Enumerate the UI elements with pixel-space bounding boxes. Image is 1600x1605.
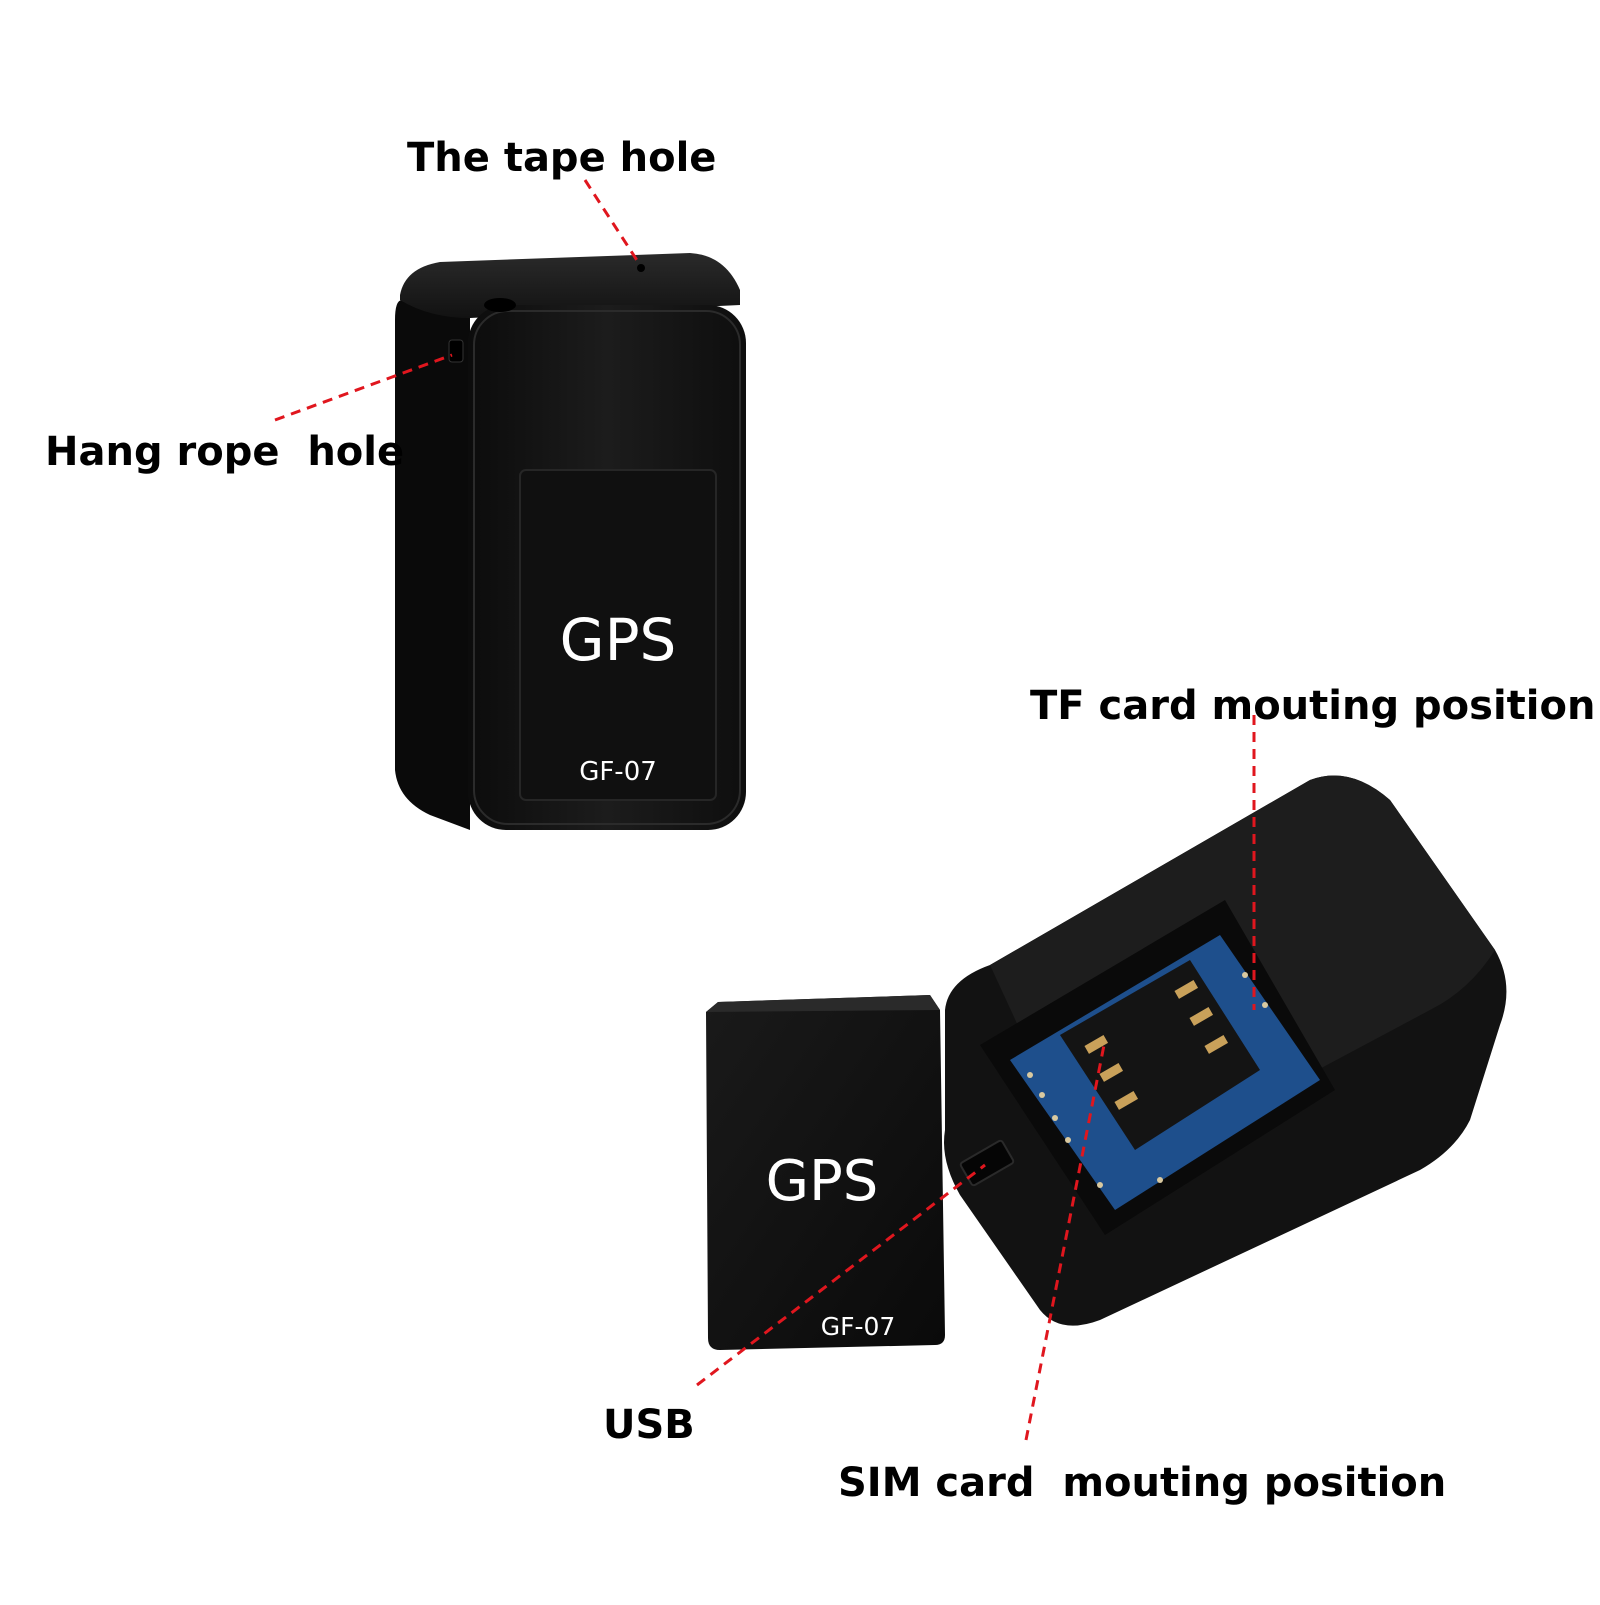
tape-hole-icon — [637, 264, 645, 272]
model-label-top: GF-07 — [579, 757, 657, 787]
pcb-components — [1027, 972, 1268, 1188]
tape-slot-icon — [484, 298, 516, 312]
gps-tracker-open: GPS GF-07 — [706, 775, 1507, 1350]
hang-rope-hole-icon — [448, 339, 464, 363]
brand-label-lid: GPS — [766, 1149, 879, 1214]
gps-tracker-closed: GPS GF-07 — [395, 253, 746, 830]
brand-label-top: GPS — [560, 606, 677, 674]
battery-lid — [706, 995, 945, 1350]
sim-card-slot — [1060, 960, 1260, 1150]
leader-lines — [274, 179, 1256, 1441]
leader-hang-rope-hole — [274, 353, 453, 422]
hang-rope-hole-label: Hang rope hole — [45, 429, 405, 475]
leader-usb — [696, 1163, 986, 1387]
model-label-lid: GF-07 — [821, 1312, 896, 1341]
sim-card-label: SIM card mouting position — [838, 1460, 1447, 1506]
sim-contacts — [1084, 980, 1229, 1110]
tape-hole-label: The tape hole — [407, 135, 717, 181]
tf-card-label: TF card mouting position — [1030, 683, 1596, 729]
leader-tape-hole — [583, 179, 642, 266]
usb-label: USB — [603, 1402, 695, 1448]
